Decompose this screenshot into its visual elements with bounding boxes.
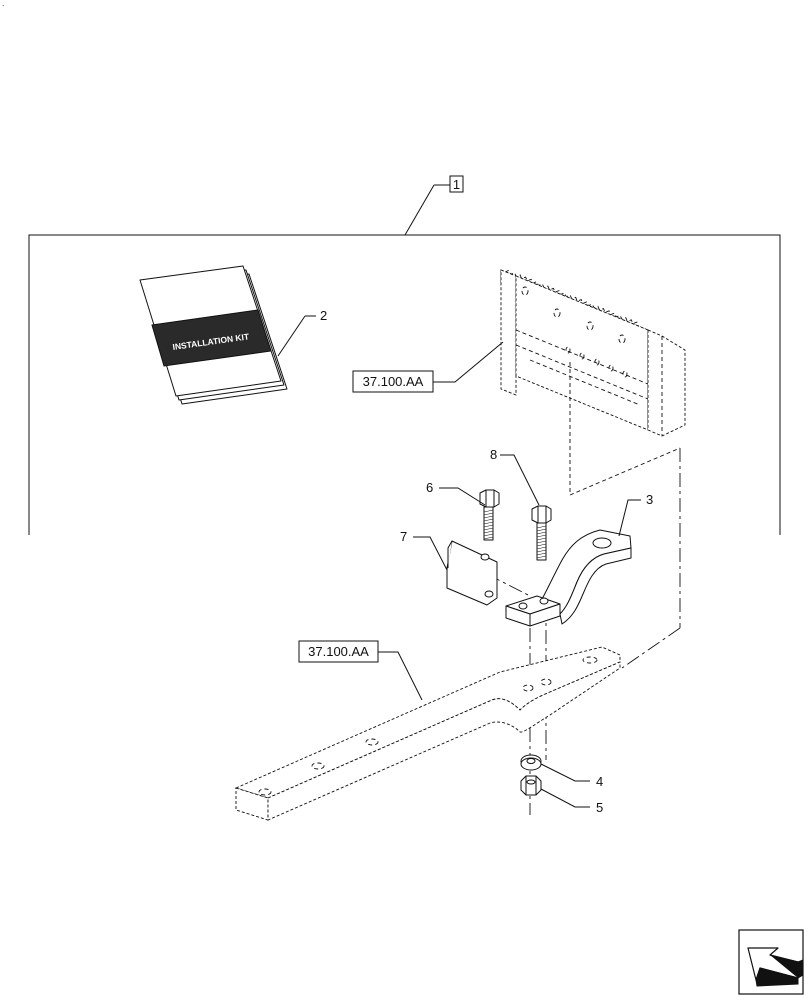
next-page-arrow-icon[interactable] bbox=[738, 929, 804, 995]
callout-4[interactable]: 4 bbox=[596, 774, 603, 789]
installation-kit-booklet[interactable]: INSTALLATION KIT bbox=[139, 265, 288, 405]
callout-1[interactable]: 1 bbox=[449, 175, 464, 193]
corner-mark: . bbox=[2, 0, 4, 8]
lower-reference-label: 37.100.AA bbox=[308, 644, 369, 659]
callout-7[interactable]: 7 bbox=[400, 529, 407, 544]
u-clamp[interactable] bbox=[446, 540, 498, 606]
upper-reference-label: 37.100.AA bbox=[363, 374, 424, 389]
callout-3[interactable]: 3 bbox=[646, 492, 653, 507]
callout-6-leader bbox=[439, 487, 486, 506]
bolt-long[interactable] bbox=[531, 505, 552, 561]
callout-2[interactable]: 2 bbox=[320, 308, 327, 323]
bolt-short[interactable] bbox=[479, 489, 500, 541]
lower-drawbar-reference bbox=[234, 646, 621, 821]
callout-7-leader bbox=[413, 536, 448, 571]
callout-5[interactable]: 5 bbox=[596, 800, 603, 815]
callout-8-leader bbox=[500, 454, 540, 506]
callout-1-label: 1 bbox=[453, 177, 460, 192]
hex-nut[interactable] bbox=[520, 775, 542, 796]
washer[interactable] bbox=[520, 754, 542, 771]
callout-6[interactable]: 6 bbox=[426, 480, 433, 495]
kit-bracket bbox=[28, 184, 781, 535]
callout-4-leader bbox=[540, 763, 590, 782]
drawbar-hitch[interactable] bbox=[505, 529, 632, 627]
callout-2-leader bbox=[277, 315, 316, 357]
upper-frame-reference bbox=[500, 269, 686, 496]
callout-5-leader bbox=[540, 788, 590, 808]
upper-ref-leader bbox=[433, 341, 504, 383]
lower-reference-box[interactable]: 37.100.AA bbox=[298, 640, 379, 663]
upper-reference-box[interactable]: 37.100.AA bbox=[352, 370, 434, 393]
lower-ref-leader bbox=[377, 651, 423, 701]
callout-3-leader bbox=[618, 499, 641, 537]
callout-8[interactable]: 8 bbox=[490, 447, 497, 462]
